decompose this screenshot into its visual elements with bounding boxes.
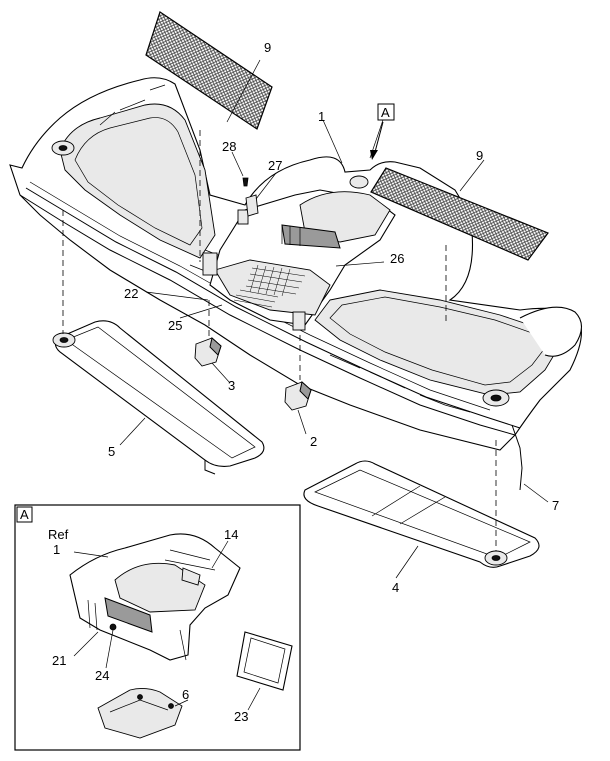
callout-28: 28 xyxy=(222,139,236,154)
view-flag-a: A xyxy=(370,103,395,160)
callout-2: 2 xyxy=(310,434,317,449)
callout-6: 6 xyxy=(182,687,189,702)
tray-right xyxy=(303,460,540,568)
mesh-filter-left xyxy=(145,11,273,130)
inset-flag-a-label: A xyxy=(20,507,29,522)
callout-4: 4 xyxy=(392,580,399,595)
callout-1: 1 xyxy=(318,109,325,124)
callout-26: 26 xyxy=(390,251,404,266)
console-housing xyxy=(9,77,583,451)
tray-left xyxy=(52,320,265,475)
screw-28 xyxy=(242,177,249,187)
callout-9-left: 9 xyxy=(264,40,271,55)
wire-7 xyxy=(511,424,523,491)
callout-7: 7 xyxy=(552,498,559,513)
callout-24: 24 xyxy=(95,668,109,683)
mesh-filter-right xyxy=(370,167,549,261)
callout-22: 22 xyxy=(124,286,138,301)
inset-ref-word: Ref xyxy=(48,527,69,542)
callout-5: 5 xyxy=(108,444,115,459)
inset-ref-number: 1 xyxy=(53,542,60,557)
clip-3 xyxy=(194,337,222,367)
callout-9-right: 9 xyxy=(476,148,483,163)
clip-2 xyxy=(284,381,312,411)
callout-3: 3 xyxy=(228,378,235,393)
bracket-27 xyxy=(245,194,259,217)
callout-27: 27 xyxy=(268,158,282,173)
callout-21: 21 xyxy=(52,653,66,668)
leader-lines xyxy=(119,59,549,579)
detail-inset-a: A Ref 1 14 21 24 6 23 xyxy=(14,504,301,751)
view-flag-a-label: A xyxy=(381,105,390,120)
callout-23: 23 xyxy=(234,709,248,724)
callout-25: 25 xyxy=(168,318,182,333)
callout-14: 14 xyxy=(224,527,238,542)
